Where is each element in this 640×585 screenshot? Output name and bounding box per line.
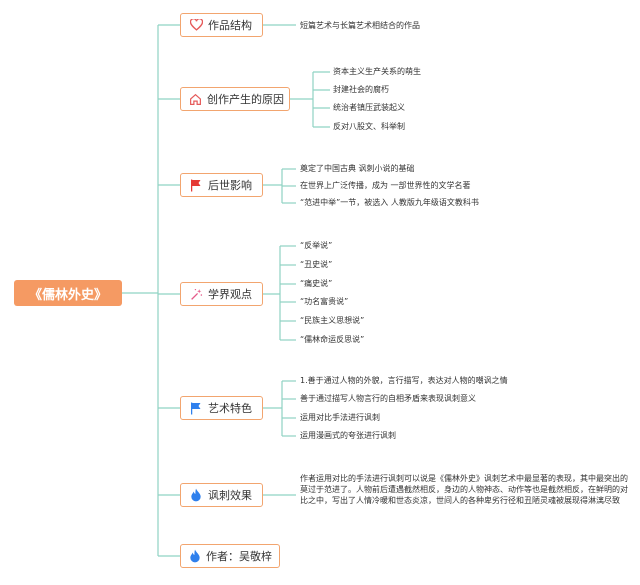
branch-origin[interactable]: 创作产生的原因: [180, 87, 290, 111]
views-item-2: “痛史说”: [300, 279, 333, 288]
views-item-4: “民族主义思想说”: [300, 316, 365, 325]
views-item-3: “功名富贵说”: [300, 297, 349, 306]
branch-effect-label: 讽刺效果: [208, 489, 252, 502]
views-item-1: “丑史说”: [300, 260, 333, 269]
origin-item-0: 资本主义生产关系的萌生: [333, 67, 421, 76]
blue-flag-icon: [189, 401, 203, 415]
branch-effect[interactable]: 讽刺效果: [180, 483, 263, 507]
branch-structure[interactable]: 作品结构: [180, 13, 263, 37]
heart-icon: [189, 18, 203, 32]
views-item-5: “儒林命运反思说”: [300, 335, 365, 344]
views-item-0: “反举说”: [300, 241, 333, 250]
branch-views-label: 学界观点: [208, 288, 252, 301]
features-item-1: 善于通过描写人物言行的自相矛盾来表现讽刺意义: [300, 394, 476, 403]
root-node[interactable]: 《儒林外史》: [14, 280, 122, 306]
influence-item-2: “范进中举”一节，被选入 人教版九年级语文教科书: [300, 198, 479, 207]
branch-origin-label: 创作产生的原因: [207, 93, 284, 106]
branch-features-label: 艺术特色: [208, 402, 252, 415]
features-item-0: 1.善于通过人物的外貌，言行描写，表达对人物的嘲讽之情: [300, 376, 508, 385]
branch-author[interactable]: 作者：吴敬梓: [180, 544, 280, 568]
branch-views[interactable]: 学界观点: [180, 282, 263, 306]
features-item-3: 运用漫画式的夸张进行讽刺: [300, 431, 396, 440]
branch-features[interactable]: 艺术特色: [180, 396, 263, 420]
home-icon: [189, 92, 202, 106]
branch-influence[interactable]: 后世影响: [180, 173, 263, 197]
flag-icon: [189, 178, 203, 192]
branch-author-label: 作者：吴敬梓: [206, 550, 272, 563]
origin-item-3: 反对八股文、科举制: [333, 122, 405, 131]
sparkle-wand-icon: [189, 287, 203, 301]
origin-item-2: 统治者镇压武装起义: [333, 103, 405, 112]
features-item-2: 运用对比手法进行讽刺: [300, 413, 380, 422]
effect-paragraph: 作者运用对比的手法进行讽刺可以说是《儒林外史》讽刺艺术中最显著的表现，其中最突出…: [300, 474, 628, 505]
flame-icon: [189, 549, 201, 563]
branch-influence-label: 后世影响: [208, 179, 252, 192]
influence-item-1: 在世界上广泛传播，成为 一部世界性的文学名著: [300, 181, 471, 190]
flame-icon: [189, 488, 203, 502]
branch-structure-label: 作品结构: [208, 19, 252, 32]
influence-item-0: 奠定了中国古典 讽刺小说的基础: [300, 164, 415, 173]
origin-item-1: 封建社会的腐朽: [333, 85, 389, 94]
structure-item-0: 短篇艺术与长篇艺术相结合的作品: [300, 21, 420, 30]
root-label: 《儒林外史》: [28, 287, 107, 303]
